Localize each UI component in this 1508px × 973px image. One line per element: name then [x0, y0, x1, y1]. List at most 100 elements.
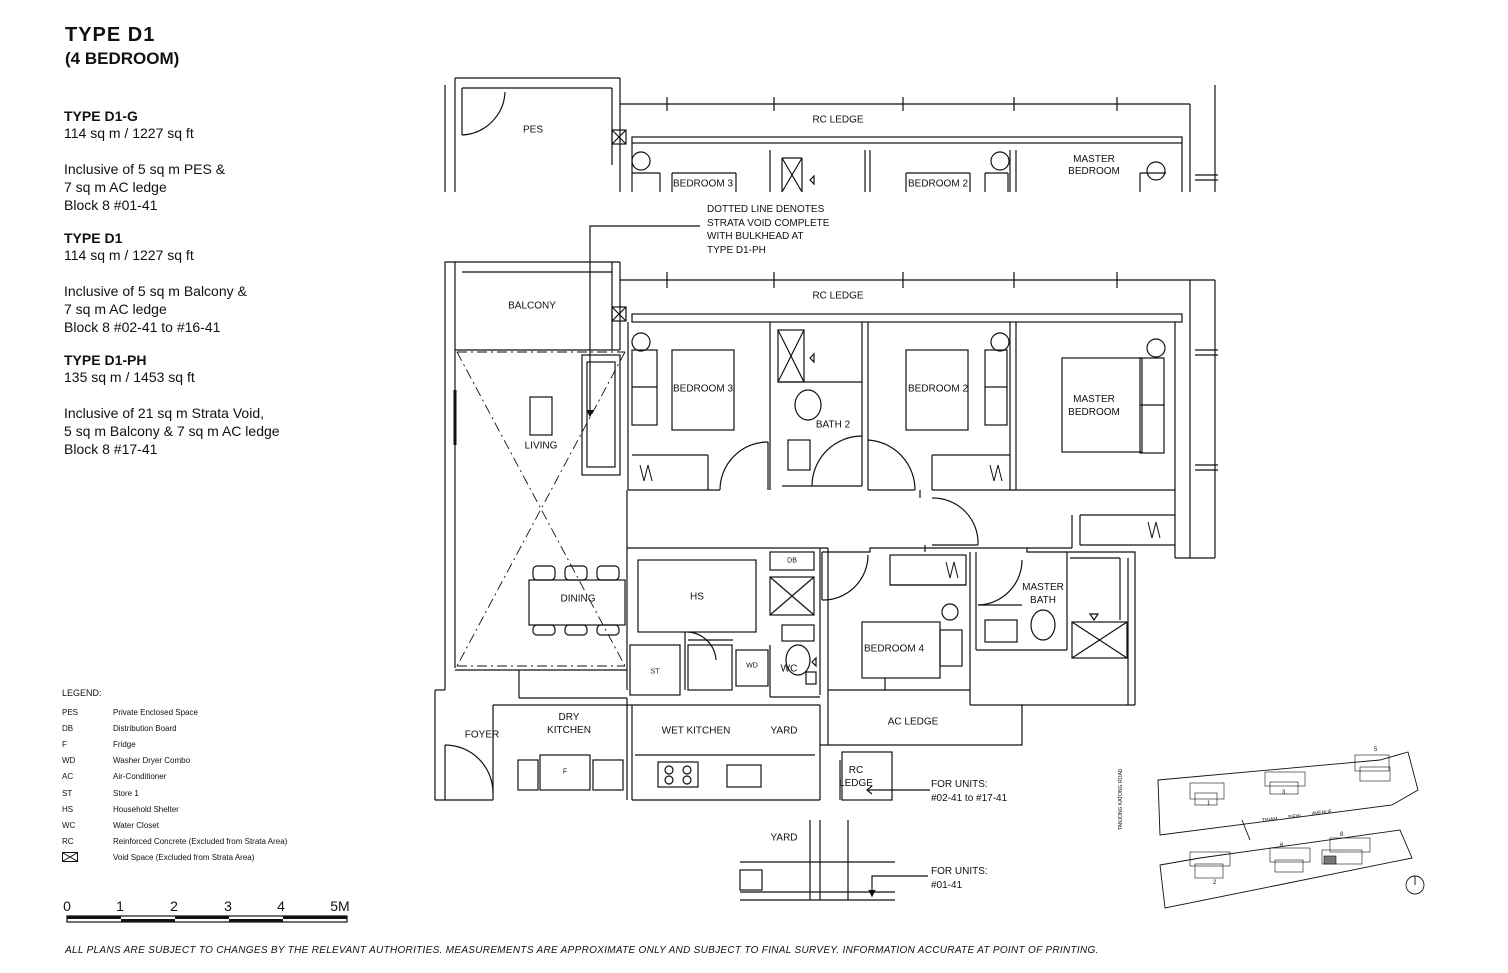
plan-main: [434, 261, 1218, 801]
unit-type-detail: Inclusive of 21 sq m Strata Void,: [64, 405, 264, 421]
legend-value: Household Shelter: [113, 804, 179, 814]
unit-type-name: TYPE D1: [64, 230, 123, 246]
block-number: 2: [1213, 880, 1217, 886]
legend-item: DB Distribution Board: [62, 720, 362, 736]
block-number: 5: [1374, 747, 1378, 753]
unit-type-detail: Block 8 #02-41 to #16-41: [64, 319, 221, 335]
label-yard: YARD: [770, 725, 798, 737]
label-yard-bottom: YARD: [770, 832, 798, 844]
legend-key: PES: [62, 707, 79, 717]
label-rc-ledge-top: RC LEDGE: [812, 114, 864, 126]
unit-type-detail: 5 sq m Balcony & 7 sq m AC ledge: [64, 423, 280, 439]
unit-type-detail: Inclusive of 5 sq m Balcony &: [64, 283, 247, 299]
legend-item: ST Store 1: [62, 785, 362, 801]
unit-type-d1ph: TYPE D1-PH 135 sq m / 1453 sq ft Inclusi…: [64, 352, 384, 458]
block-number: 1: [1207, 801, 1211, 807]
label-bedroom3-top: BEDROOM 3: [672, 178, 734, 190]
label-rc-ledge-bottom: RC LEDGE: [839, 765, 873, 789]
legend-item: AC Air-Conditioner: [62, 769, 362, 785]
label-rc-ledge: RC LEDGE: [812, 290, 864, 302]
legend-key: RC: [62, 837, 74, 847]
unit-type-detail: 7 sq m AC ledge: [64, 179, 167, 195]
label-bedroom4: BEDROOM 4: [863, 643, 925, 655]
scale-label: 0: [63, 898, 71, 914]
unit-type-detail: Block 8 #17-41: [64, 441, 158, 457]
label-balcony: BALCONY: [508, 300, 556, 312]
label-master-bath: MASTER BATH: [1022, 582, 1064, 606]
label-wet-kitchen: WET KITCHEN: [661, 725, 731, 737]
legend-key: AC: [62, 772, 74, 782]
scale-label: 4: [277, 898, 285, 914]
legend-value: Void Space (Excluded from Strata Area): [113, 853, 255, 863]
label-db: DB: [787, 557, 797, 565]
legend-item: RC Reinforced Concrete (Excluded from Str…: [62, 834, 362, 850]
unit-type-d1: TYPE D1 114 sq m / 1227 sq ft Inclusive …: [64, 230, 384, 336]
unit-type-area: 135 sq m / 1453 sq ft: [64, 369, 195, 385]
legend-key: HS: [62, 804, 74, 814]
void-note: DOTTED LINE DENOTES STRATA VOID COMPLETE…: [707, 204, 830, 256]
label-dry-kitchen: DRY KITCHEN: [547, 712, 591, 736]
page-subtitle: (4 BEDROOM): [65, 49, 180, 68]
disclaimer: ALL PLANS ARE SUBJECT TO CHANGES BY THE …: [65, 945, 1099, 956]
block-number: 6: [1280, 843, 1284, 849]
unit-type-name: TYPE D1-G: [64, 108, 138, 124]
label-hs: HS: [690, 591, 704, 603]
road-label: TANJONG KATONG ROAD: [1118, 768, 1124, 830]
label-dining: DINING: [560, 593, 596, 605]
plan-bottom-fragment: [739, 820, 928, 901]
label-ac-ledge: AC LEDGE: [887, 716, 939, 728]
unit-type-d1g: TYPE D1-G 114 sq m / 1227 sq ft Inclusiv…: [64, 108, 384, 214]
label-pes: PES: [522, 124, 544, 136]
block-number: 8: [1340, 832, 1344, 838]
unit-type-area: 114 sq m / 1227 sq ft: [64, 247, 194, 263]
unit-type-name: TYPE D1-PH: [64, 352, 147, 368]
unit-type-detail: Inclusive of 5 sq m PES &: [64, 161, 226, 177]
label-foyer: FOYER: [464, 729, 500, 741]
scale-label: 5M: [330, 898, 350, 914]
unit-type-detail: 7 sq m AC ledge: [64, 301, 167, 317]
legend-value: Water Closet: [113, 820, 159, 830]
units-note-b: FOR UNITS: #01-41: [931, 866, 988, 891]
unit-type-area: 114 sq m / 1227 sq ft: [64, 125, 194, 141]
label-bath2: BATH 2: [815, 419, 851, 431]
site-key-plan: [1157, 751, 1425, 909]
block-number: 3: [1282, 790, 1286, 796]
label-bedroom2-top: BEDROOM 2: [907, 178, 969, 190]
legend-value: Private Enclosed Space: [113, 707, 198, 717]
units-note-a: FOR UNITS: #02-41 to #17-41: [931, 779, 1008, 804]
label-st: ST: [650, 668, 660, 676]
legend-key: F: [62, 739, 67, 749]
legend-value: Distribution Board: [113, 723, 177, 733]
label-master-bedroom-top: MASTER BEDROOM: [1068, 154, 1120, 177]
legend-key: ST: [62, 788, 73, 798]
legend-value: Reinforced Concrete (Excluded from Strat…: [113, 837, 288, 847]
scale-bar-graphic: [66, 915, 348, 923]
legend-item: HS Household Shelter: [62, 801, 362, 817]
label-master-bedroom: MASTER BEDROOM: [1068, 394, 1120, 418]
plan-top-fragment: [444, 77, 1218, 193]
legend-key: DB: [62, 723, 74, 733]
legend-item: F Fridge: [62, 736, 362, 752]
legend-item: PES Private Enclosed Space: [62, 704, 362, 720]
page-title: TYPE D1: [65, 24, 156, 46]
scale-label: 2: [170, 898, 178, 914]
legend-value: Store 1: [113, 788, 139, 798]
label-wd: WD: [746, 662, 758, 670]
legend-key: WD: [62, 756, 76, 766]
void-note-leader: [586, 225, 700, 418]
legend-title: LEGEND:: [62, 688, 102, 698]
legend-item: Void Space (Excluded from Strata Area): [62, 850, 362, 866]
label-bedroom2: BEDROOM 2: [907, 383, 969, 395]
unit-type-detail: Block 8 #01-41: [64, 197, 158, 213]
label-wc: WC: [780, 663, 798, 675]
legend-value: Air-Conditioner: [113, 772, 167, 782]
unit-types-panel: TYPE D1-G 114 sq m / 1227 sq ft Inclusiv…: [64, 108, 384, 458]
label-living: LIVING: [524, 440, 558, 452]
scale-label: 1: [116, 898, 124, 914]
legend-value: Fridge: [113, 739, 136, 749]
